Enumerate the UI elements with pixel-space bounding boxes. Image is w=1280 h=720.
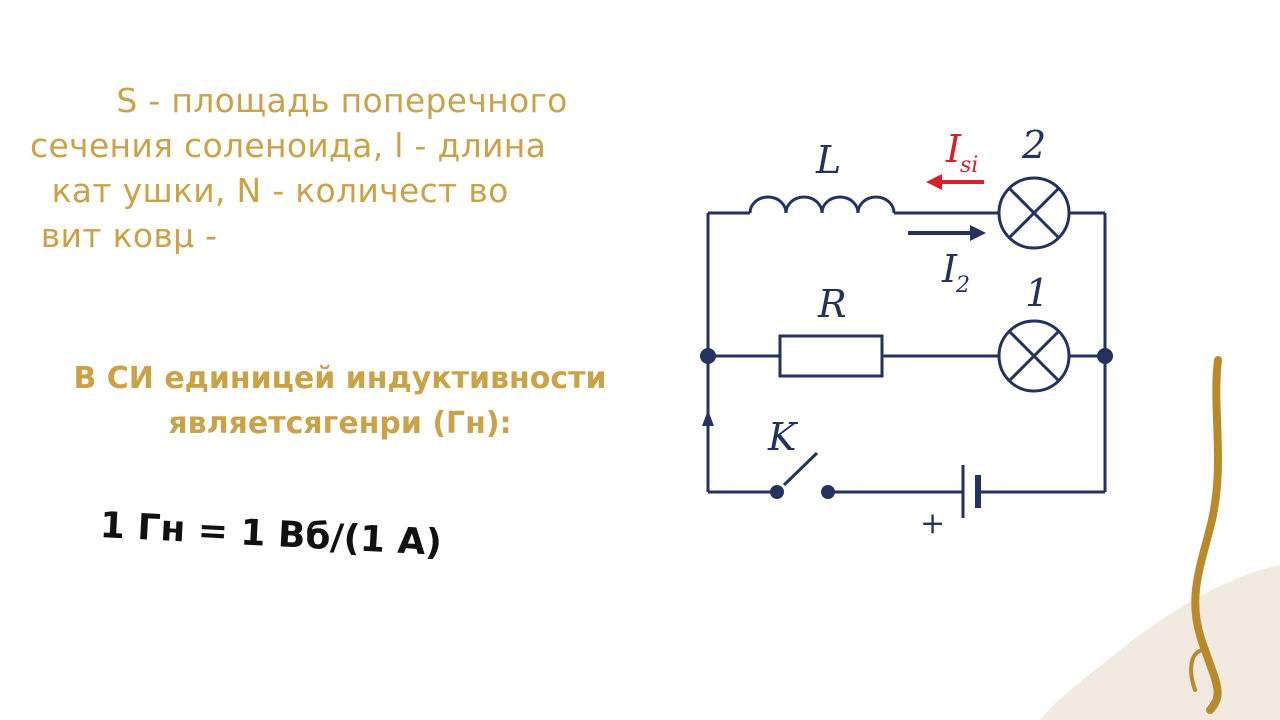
switch-contact-right — [821, 485, 835, 499]
definitions-line: кат ушки, N - количест во — [30, 171, 509, 210]
switch-contact-left — [770, 485, 784, 499]
label-current-2: I — [941, 247, 958, 291]
label-switch: K — [767, 415, 799, 459]
decor-gold-line — [1191, 356, 1223, 714]
label-lamp-1: 1 — [1025, 271, 1049, 315]
label-resistor: R — [817, 282, 847, 326]
si-unit-line: являетсягенри (Гн): — [168, 406, 512, 441]
junction-left — [700, 348, 716, 364]
definitions-line: сечения соленоида, l - длина — [30, 126, 547, 165]
henry-formula: 1 Гн = 1 Вб/(1 А) — [98, 505, 443, 564]
definitions-text: S - площадь поперечного сечения соленоид… — [30, 78, 690, 258]
label-current-2-sub: 2 — [955, 273, 970, 298]
label-self-current-sub: si — [960, 153, 978, 178]
label-lamp-2: 2 — [1021, 123, 1046, 167]
switch-lever — [782, 451, 819, 487]
arrow-left-rail — [702, 410, 714, 426]
lamp-1 — [997, 319, 1071, 393]
inductor-coil — [748, 195, 896, 214]
si-unit-line: В СИ единицей индуктивности — [73, 361, 607, 396]
resistor — [778, 334, 884, 378]
label-battery-plus: + — [920, 506, 945, 540]
label-inductor: L — [815, 138, 841, 182]
junction-right — [1097, 348, 1113, 364]
si-unit-text: В СИ единицей индуктивности являетсягенр… — [30, 356, 650, 446]
lamp-2 — [997, 176, 1071, 250]
definitions-line: вит ковμ - — [30, 216, 218, 255]
decorative-swirl — [1040, 356, 1280, 720]
decor-beige-shape — [1040, 565, 1280, 720]
definitions-line: S - площадь поперечного — [30, 81, 568, 120]
label-self-current: I — [945, 127, 962, 171]
circuit-diagram: L R K 2 1 I si I 2 + — [700, 123, 1113, 540]
